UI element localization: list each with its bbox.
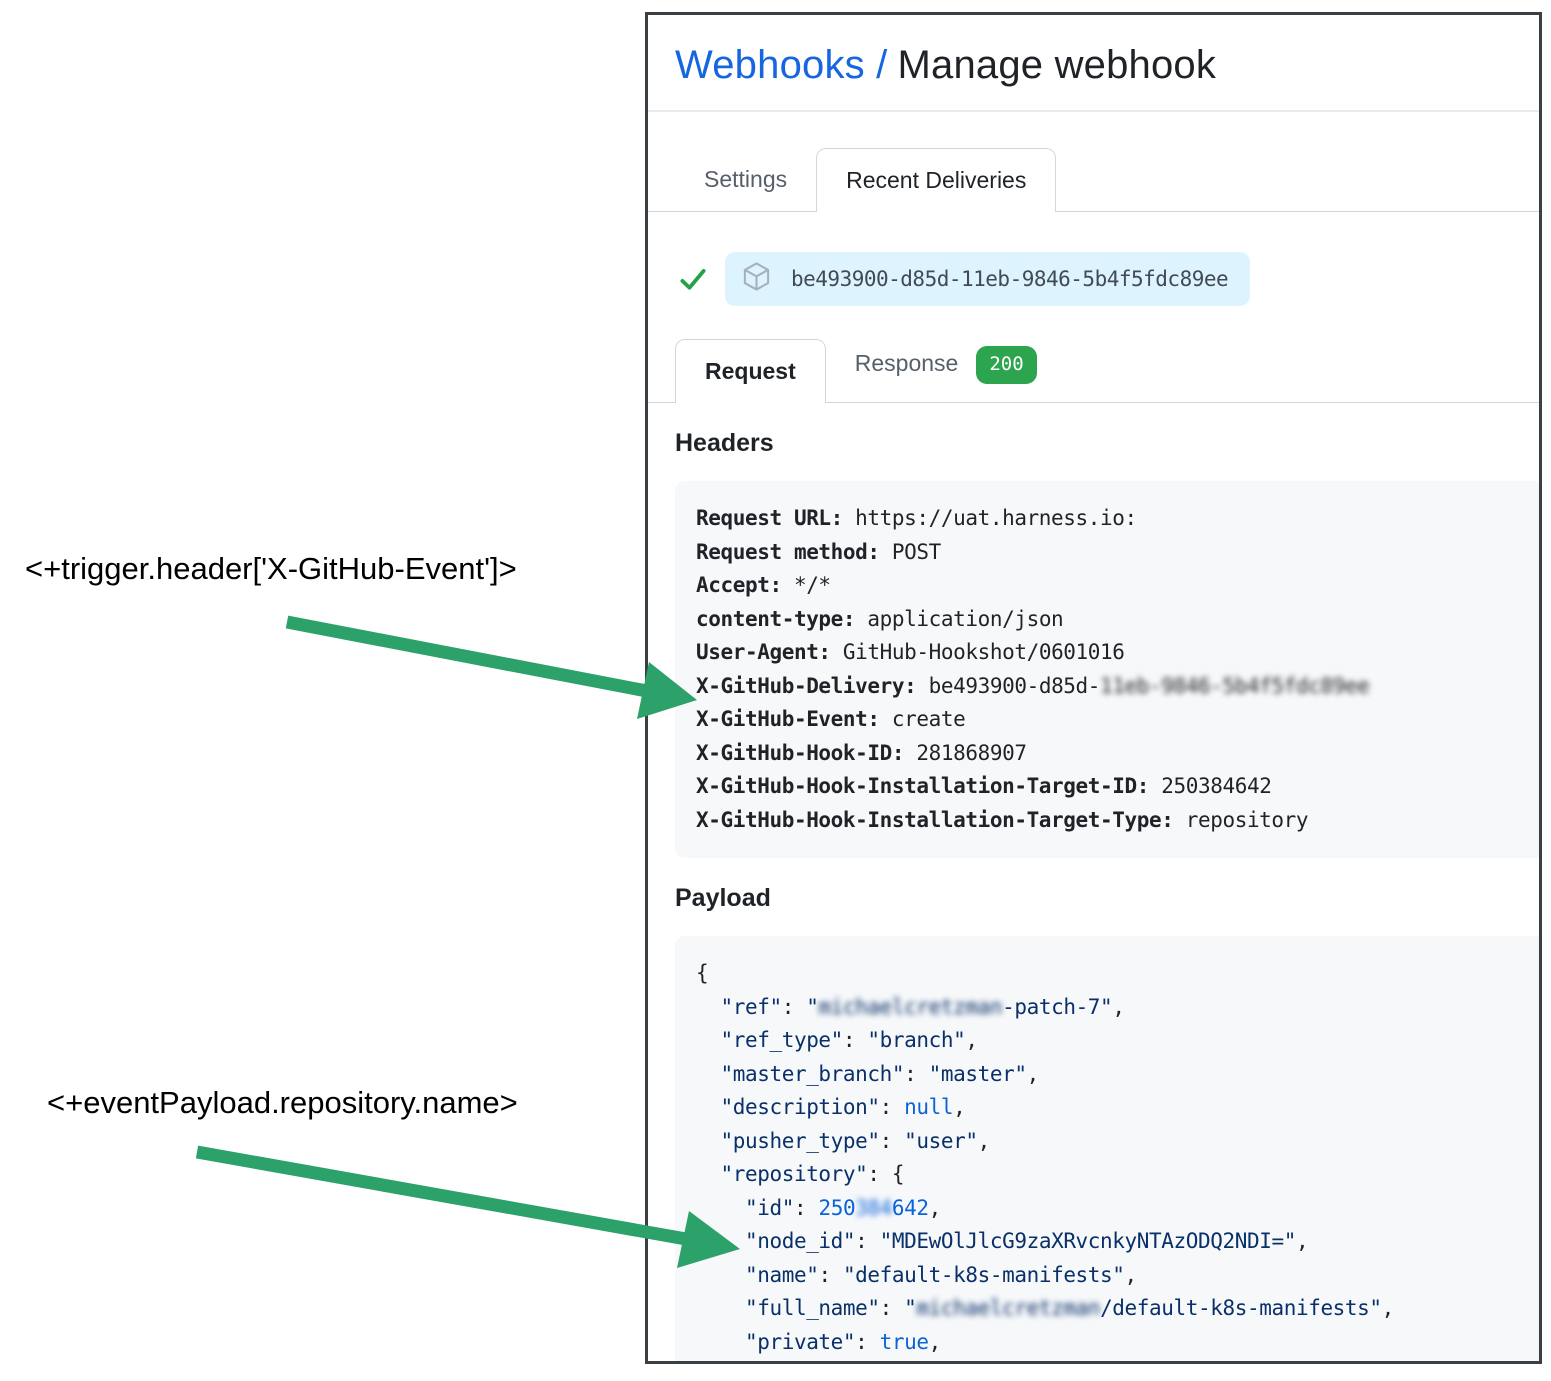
code-line: "repository": {	[696, 1162, 905, 1186]
code-line: X-GitHub-Hook-Installation-Target-Type: …	[696, 807, 1309, 832]
code-line: Accept: */*	[696, 573, 831, 597]
package-icon	[741, 261, 772, 297]
page-title: Webhooks /Manage webhook	[675, 43, 1512, 88]
page-header: Webhooks /Manage webhook	[648, 15, 1539, 110]
code-line: "master_branch": "master",	[696, 1061, 1039, 1086]
manage-webhook-panel: Webhooks /Manage webhook Settings Recent…	[645, 12, 1542, 1364]
delivery-id-button[interactable]: be493900-d85d-11eb-9846-5b4f5fdc89ee	[725, 252, 1251, 306]
delivery-success-check-icon	[678, 264, 708, 294]
annotation-label-trigger-header-expression: <+trigger.header['X-GitHub-Event']>	[25, 551, 517, 586]
header-divider	[648, 110, 1539, 112]
code-line: "description": null,	[696, 1095, 966, 1119]
code-line: User-Agent: GitHub-Hookshot/0601016	[696, 640, 1125, 664]
payload-box: { "ref": "michaelcretzman-patch-7", "ref…	[675, 936, 1539, 1361]
page-title-current: Manage webhook	[897, 43, 1217, 87]
code-line: "node_id": "MDEwOlJlcG9zaXRvcnkyNTAzODQ2…	[696, 1229, 1309, 1253]
code-line: "private": true,	[696, 1329, 941, 1354]
webhooks-breadcrumb-link[interactable]: Webhooks /	[675, 43, 888, 87]
webhook-tabbar: Settings Recent Deliveries	[648, 148, 1539, 212]
annotation-label-event-payload-expression: <+eventPayload.repository.name>	[47, 1085, 518, 1120]
code-line: {	[696, 961, 709, 985]
code-line: "id": 250384642,	[696, 1195, 941, 1220]
code-line: content-type: application/json	[696, 606, 1064, 631]
code-line: X-GitHub-Hook-ID: 281868907	[696, 740, 1027, 765]
tab-request[interactable]: Request	[675, 339, 826, 403]
code-line: "ref": "michaelcretzman-patch-7",	[696, 994, 1125, 1019]
payload-section-title: Payload	[675, 884, 771, 912]
code-line: "full_name": "michaelcretzman/default-k8…	[696, 1296, 1394, 1320]
response-status-badge: 200	[976, 346, 1037, 384]
code-line: Request method: POST	[696, 539, 941, 564]
code-line: X-GitHub-Hook-Installation-Target-ID: 25…	[696, 774, 1272, 798]
code-line: X-GitHub-Event: create	[696, 707, 966, 731]
code-line: X-GitHub-Delivery: be493900-d85d-11eb-98…	[696, 673, 1370, 698]
tab-recent-deliveries[interactable]: Recent Deliveries	[816, 148, 1057, 212]
green-arrow-to-github-event-header	[285, 615, 697, 719]
tab-settings[interactable]: Settings	[704, 166, 788, 192]
delivery-row: be493900-d85d-11eb-9846-5b4f5fdc89ee	[648, 212, 1539, 328]
code-line: "pusher_type": "user",	[696, 1128, 990, 1153]
headers-section-title: Headers	[675, 429, 774, 457]
code-line: "owner": {	[696, 1359, 1523, 1361]
code-line: Request URL: https://uat.harness.io:	[696, 506, 1137, 530]
headers-box: Request URL: https://uat.harness.io: Requ…	[675, 481, 1539, 858]
delivery-guid: be493900-d85d-11eb-9846-5b4f5fdc89ee	[791, 267, 1229, 291]
code-line: "ref_type": "branch",	[696, 1028, 978, 1052]
code-line: "name": "default-k8s-manifests",	[696, 1262, 1137, 1287]
